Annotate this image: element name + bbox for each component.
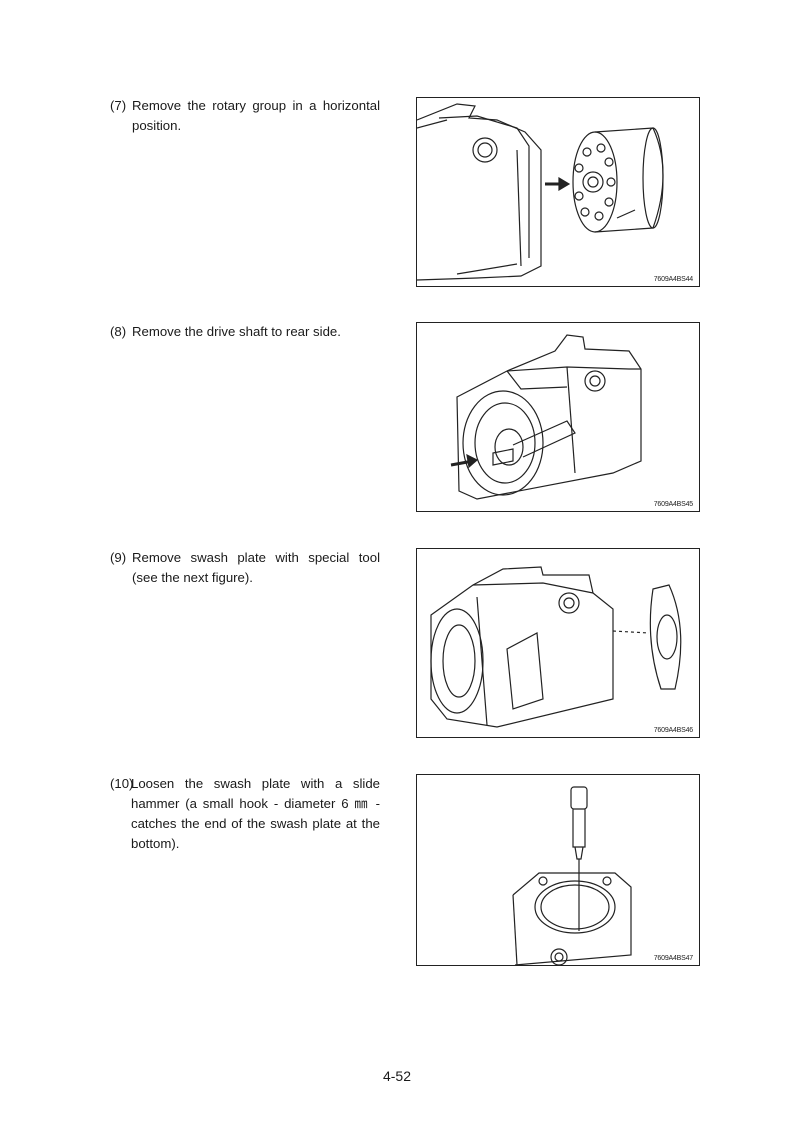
step-number: (7) [110, 98, 127, 113]
step-10: (10) Loosen the swash plate with a slide… [110, 774, 380, 854]
step-7: (7) Remove the rotary group in a horizon… [110, 96, 380, 136]
page-number: 4-52 [382, 1068, 412, 1084]
step-instruction: Remove the rotary group in a horizontal … [132, 98, 380, 133]
step-instruction: Remove swash plate with special tool (se… [132, 550, 380, 585]
step-number: (9) [110, 550, 127, 565]
rotary-group-illustration [417, 103, 664, 281]
step-9: (9) Remove swash plate with special tool… [110, 548, 380, 588]
figure-label: 7609A4BS46 [653, 727, 693, 734]
figure-slide-hammer: 7609A4BS47 [416, 774, 700, 966]
step-instruction: Remove the drive shaft to rear side. [132, 324, 341, 339]
step-number: (8) [110, 324, 127, 339]
step-8: (8) Remove the drive shaft to rear side. [110, 322, 380, 342]
figure-label: 7609A4BS47 [653, 955, 693, 962]
swash-plate-illustration [430, 566, 682, 728]
figure-label: 7609A4BS45 [653, 501, 693, 508]
figure-label: 7609A4BS44 [653, 276, 693, 283]
step-instruction: Loosen the swash plate with a slide hamm… [131, 776, 380, 851]
step-number: (10) [110, 776, 134, 791]
slide-hammer-illustration [512, 786, 632, 965]
figure-swash-plate: 7609A4BS46 [416, 548, 700, 738]
figure-drive-shaft: 7609A4BS45 [416, 322, 700, 512]
figure-rotary-group: 7609A4BS44 [416, 97, 700, 287]
drive-shaft-illustration [450, 334, 642, 500]
